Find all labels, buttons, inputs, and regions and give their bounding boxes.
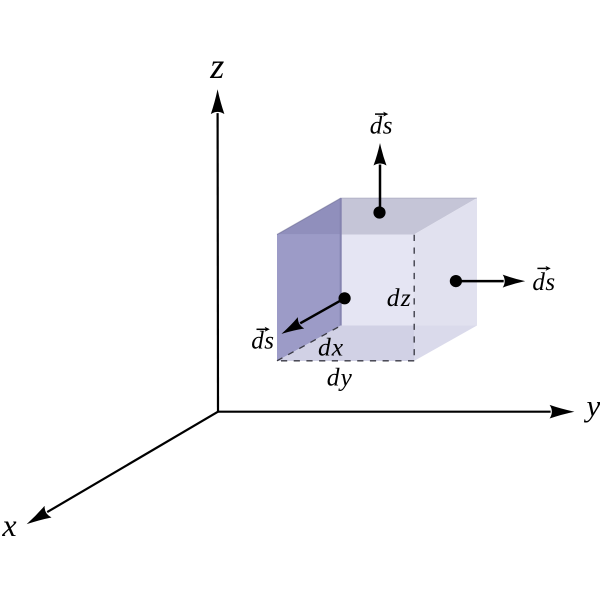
- svg-text:dy: dy: [327, 363, 353, 392]
- svg-text:dz: dz: [387, 283, 412, 312]
- svg-text:z: z: [209, 46, 224, 86]
- svg-text:y: y: [584, 388, 600, 423]
- svg-text:ds: ds: [532, 269, 555, 296]
- svg-text:x: x: [1, 507, 16, 543]
- svg-text:ds: ds: [370, 112, 393, 139]
- svg-text:ds: ds: [251, 328, 274, 355]
- svg-text:dx: dx: [318, 333, 344, 362]
